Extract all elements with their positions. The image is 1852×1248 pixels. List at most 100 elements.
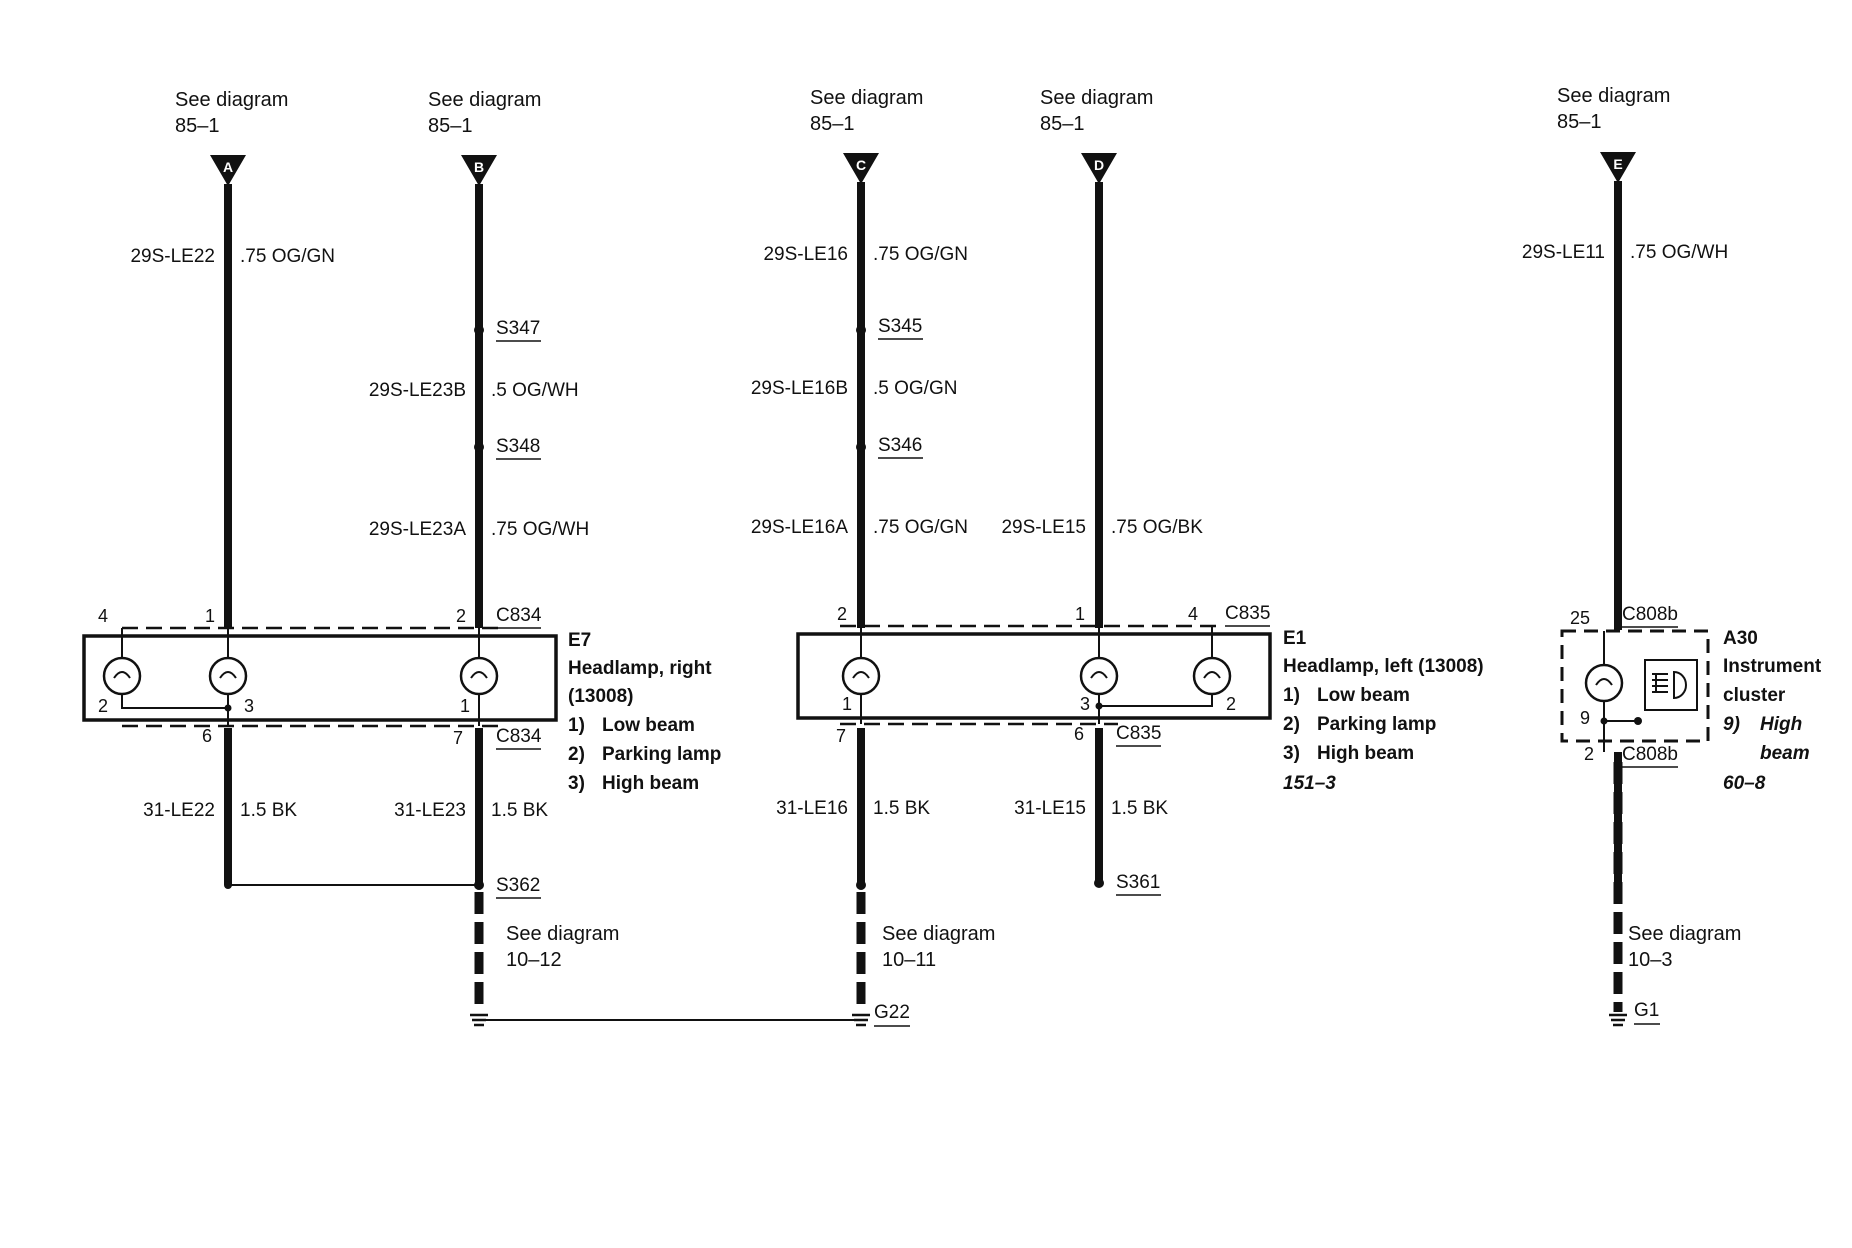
- wire-g-le16-circuit: 31-LE16: [776, 798, 848, 819]
- g22-left-ref: 10–11: [882, 949, 936, 971]
- e1-item-2-label: Parking lamp: [1317, 714, 1436, 735]
- e7-part: (13008): [568, 686, 634, 707]
- splice-labels: S347 S348 S345 S346 S362 S361: [496, 316, 1161, 899]
- e1-item-3-label: High beam: [1317, 743, 1414, 764]
- wire-le11-circuit: 29S-LE11: [1522, 242, 1605, 263]
- bulb-icon: [102, 656, 142, 696]
- e7-item-2-n: 2): [568, 744, 585, 765]
- source-e-ref: 85–1: [1557, 111, 1602, 133]
- wire-le15-spec: .75 OG/BK: [1111, 517, 1203, 538]
- a30-name-2: cluster: [1723, 685, 1786, 706]
- e1-id: E1: [1283, 628, 1307, 649]
- high-beam-icon: [1644, 659, 1698, 711]
- e7-name: Headlamp, right: [568, 658, 712, 679]
- e7-body: [82, 634, 558, 722]
- e1-name: Headlamp, left (13008): [1283, 656, 1484, 677]
- ground-g1-label: G1: [1634, 1000, 1659, 1021]
- a30-pin-25: 25: [1570, 608, 1590, 628]
- wire-le22-circuit: 29S-LE22: [130, 246, 215, 267]
- source-d-ref: 85–1: [1040, 113, 1085, 135]
- g22-right-see: See diagram: [506, 923, 619, 945]
- a30-pin-9: 9: [1580, 708, 1590, 728]
- e7-connector-c834-bottom: C834: [496, 726, 542, 747]
- e1-connector-c835-top: C835: [1225, 603, 1270, 624]
- e1-pin-2b: 2: [1226, 694, 1236, 714]
- source-label-e: See diagram 85–1: [1557, 85, 1670, 133]
- g22-right-ref: 10–12: [506, 949, 562, 971]
- source-triangle-a: A: [210, 155, 246, 186]
- a30-name-1: Instrument: [1723, 656, 1822, 677]
- source-d-see: See diagram: [1040, 87, 1153, 109]
- source-triangle-e: E: [1600, 152, 1636, 183]
- source-label-a: See diagram 85–1: [175, 89, 288, 137]
- wire-g-le23-circuit: 31-LE23: [394, 800, 466, 821]
- source-e-see: See diagram: [1557, 85, 1670, 107]
- e7-id: E7: [568, 630, 591, 651]
- wire-g-le16-spec: 1.5 BK: [873, 798, 930, 819]
- e1-item-2-n: 2): [1283, 714, 1300, 735]
- ground-g22-label: G22: [874, 1002, 910, 1023]
- splice-dot-s362: [474, 880, 484, 890]
- g1-ref: 10–3: [1628, 949, 1673, 971]
- a30-item-n: 9): [1723, 714, 1740, 735]
- ground-refs: See diagram 10–12 See diagram 10–11 See …: [506, 923, 1741, 971]
- component-e1: 2 1 4 1 3 2 7 6 C835 C835 E1 Headlamp, l…: [796, 603, 1484, 794]
- e1-ref: 151–3: [1283, 773, 1336, 794]
- ground-icon: [470, 1013, 488, 1027]
- splice-s361-label: S361: [1116, 872, 1160, 893]
- source-triangle-b: B: [461, 155, 497, 186]
- source-b-ref: 85–1: [428, 115, 473, 137]
- e1-pin-7: 7: [836, 726, 846, 746]
- splice-dot-s362-left: [224, 881, 232, 889]
- g1-see: See diagram: [1628, 923, 1741, 945]
- source-e-letter: E: [1613, 156, 1622, 172]
- source-label-d: See diagram 85–1: [1040, 87, 1153, 135]
- bulb-icon: [459, 656, 499, 696]
- a30-item-1: High: [1760, 714, 1802, 735]
- splice-s347-label: S347: [496, 318, 540, 339]
- a30-pin-2: 2: [1584, 744, 1594, 764]
- splice-dot-s346: [856, 442, 866, 452]
- e7-pin-3: 3: [244, 696, 254, 716]
- ground-icon: [852, 1013, 870, 1027]
- component-e7: 4 1 2 2 3 1 6 7 C834 C834 E7 Headlamp, r…: [82, 605, 721, 794]
- e7-connector-c834-top: C834: [496, 605, 542, 626]
- splice-s346-label: S346: [878, 435, 922, 456]
- wire-le16b-spec: .5 OG/GN: [873, 378, 957, 399]
- e1-pin-1b: 1: [842, 694, 852, 714]
- e7-item-3-label: High beam: [602, 773, 699, 794]
- wire-labels: 29S-LE22 .75 OG/GN 29S-LE23B .5 OG/WH 29…: [130, 242, 1728, 821]
- source-d-letter: D: [1094, 157, 1104, 173]
- component-a30: 25 9 2 C808b C808b A30 Instrument cluste…: [1560, 604, 1822, 794]
- e1-body: [796, 632, 1272, 720]
- a30-item-2: beam: [1760, 743, 1810, 764]
- e7-pin-6: 6: [202, 726, 212, 746]
- e7-item-2-label: Parking lamp: [602, 744, 721, 765]
- e1-pin-3: 3: [1080, 694, 1090, 714]
- splice-dot-s347: [474, 325, 484, 335]
- splice-dot-s348: [474, 442, 484, 452]
- wire-g-le23-spec: 1.5 BK: [491, 800, 548, 821]
- ground-wires-dashed: [474, 762, 1623, 1012]
- wire-le23a-spec: .75 OG/WH: [491, 519, 589, 540]
- wire-le23b-circuit: 29S-LE23B: [369, 380, 466, 401]
- e7-item-1-n: 1): [568, 715, 585, 736]
- splice-dot-s361: [1094, 878, 1104, 888]
- bulb-icon: [1079, 656, 1119, 696]
- source-c-letter: C: [856, 157, 866, 173]
- e7-pin-4: 4: [98, 606, 108, 626]
- wire-le22-spec: .75 OG/GN: [240, 246, 335, 267]
- splice-s348-label: S348: [496, 436, 540, 457]
- wire-g-le15-spec: 1.5 BK: [1111, 798, 1168, 819]
- e1-pin-4: 4: [1188, 604, 1198, 624]
- e1-item-1-n: 1): [1283, 685, 1300, 706]
- wire-le11-spec: .75 OG/WH: [1630, 242, 1728, 263]
- e7-pin-1b: 1: [460, 696, 470, 716]
- source-label-b: See diagram 85–1: [428, 89, 541, 137]
- source-a-letter: A: [223, 159, 233, 175]
- e7-item-3-n: 3): [568, 773, 585, 794]
- splice-s362-label: S362: [496, 875, 540, 896]
- e7-item-1-label: Low beam: [602, 715, 695, 736]
